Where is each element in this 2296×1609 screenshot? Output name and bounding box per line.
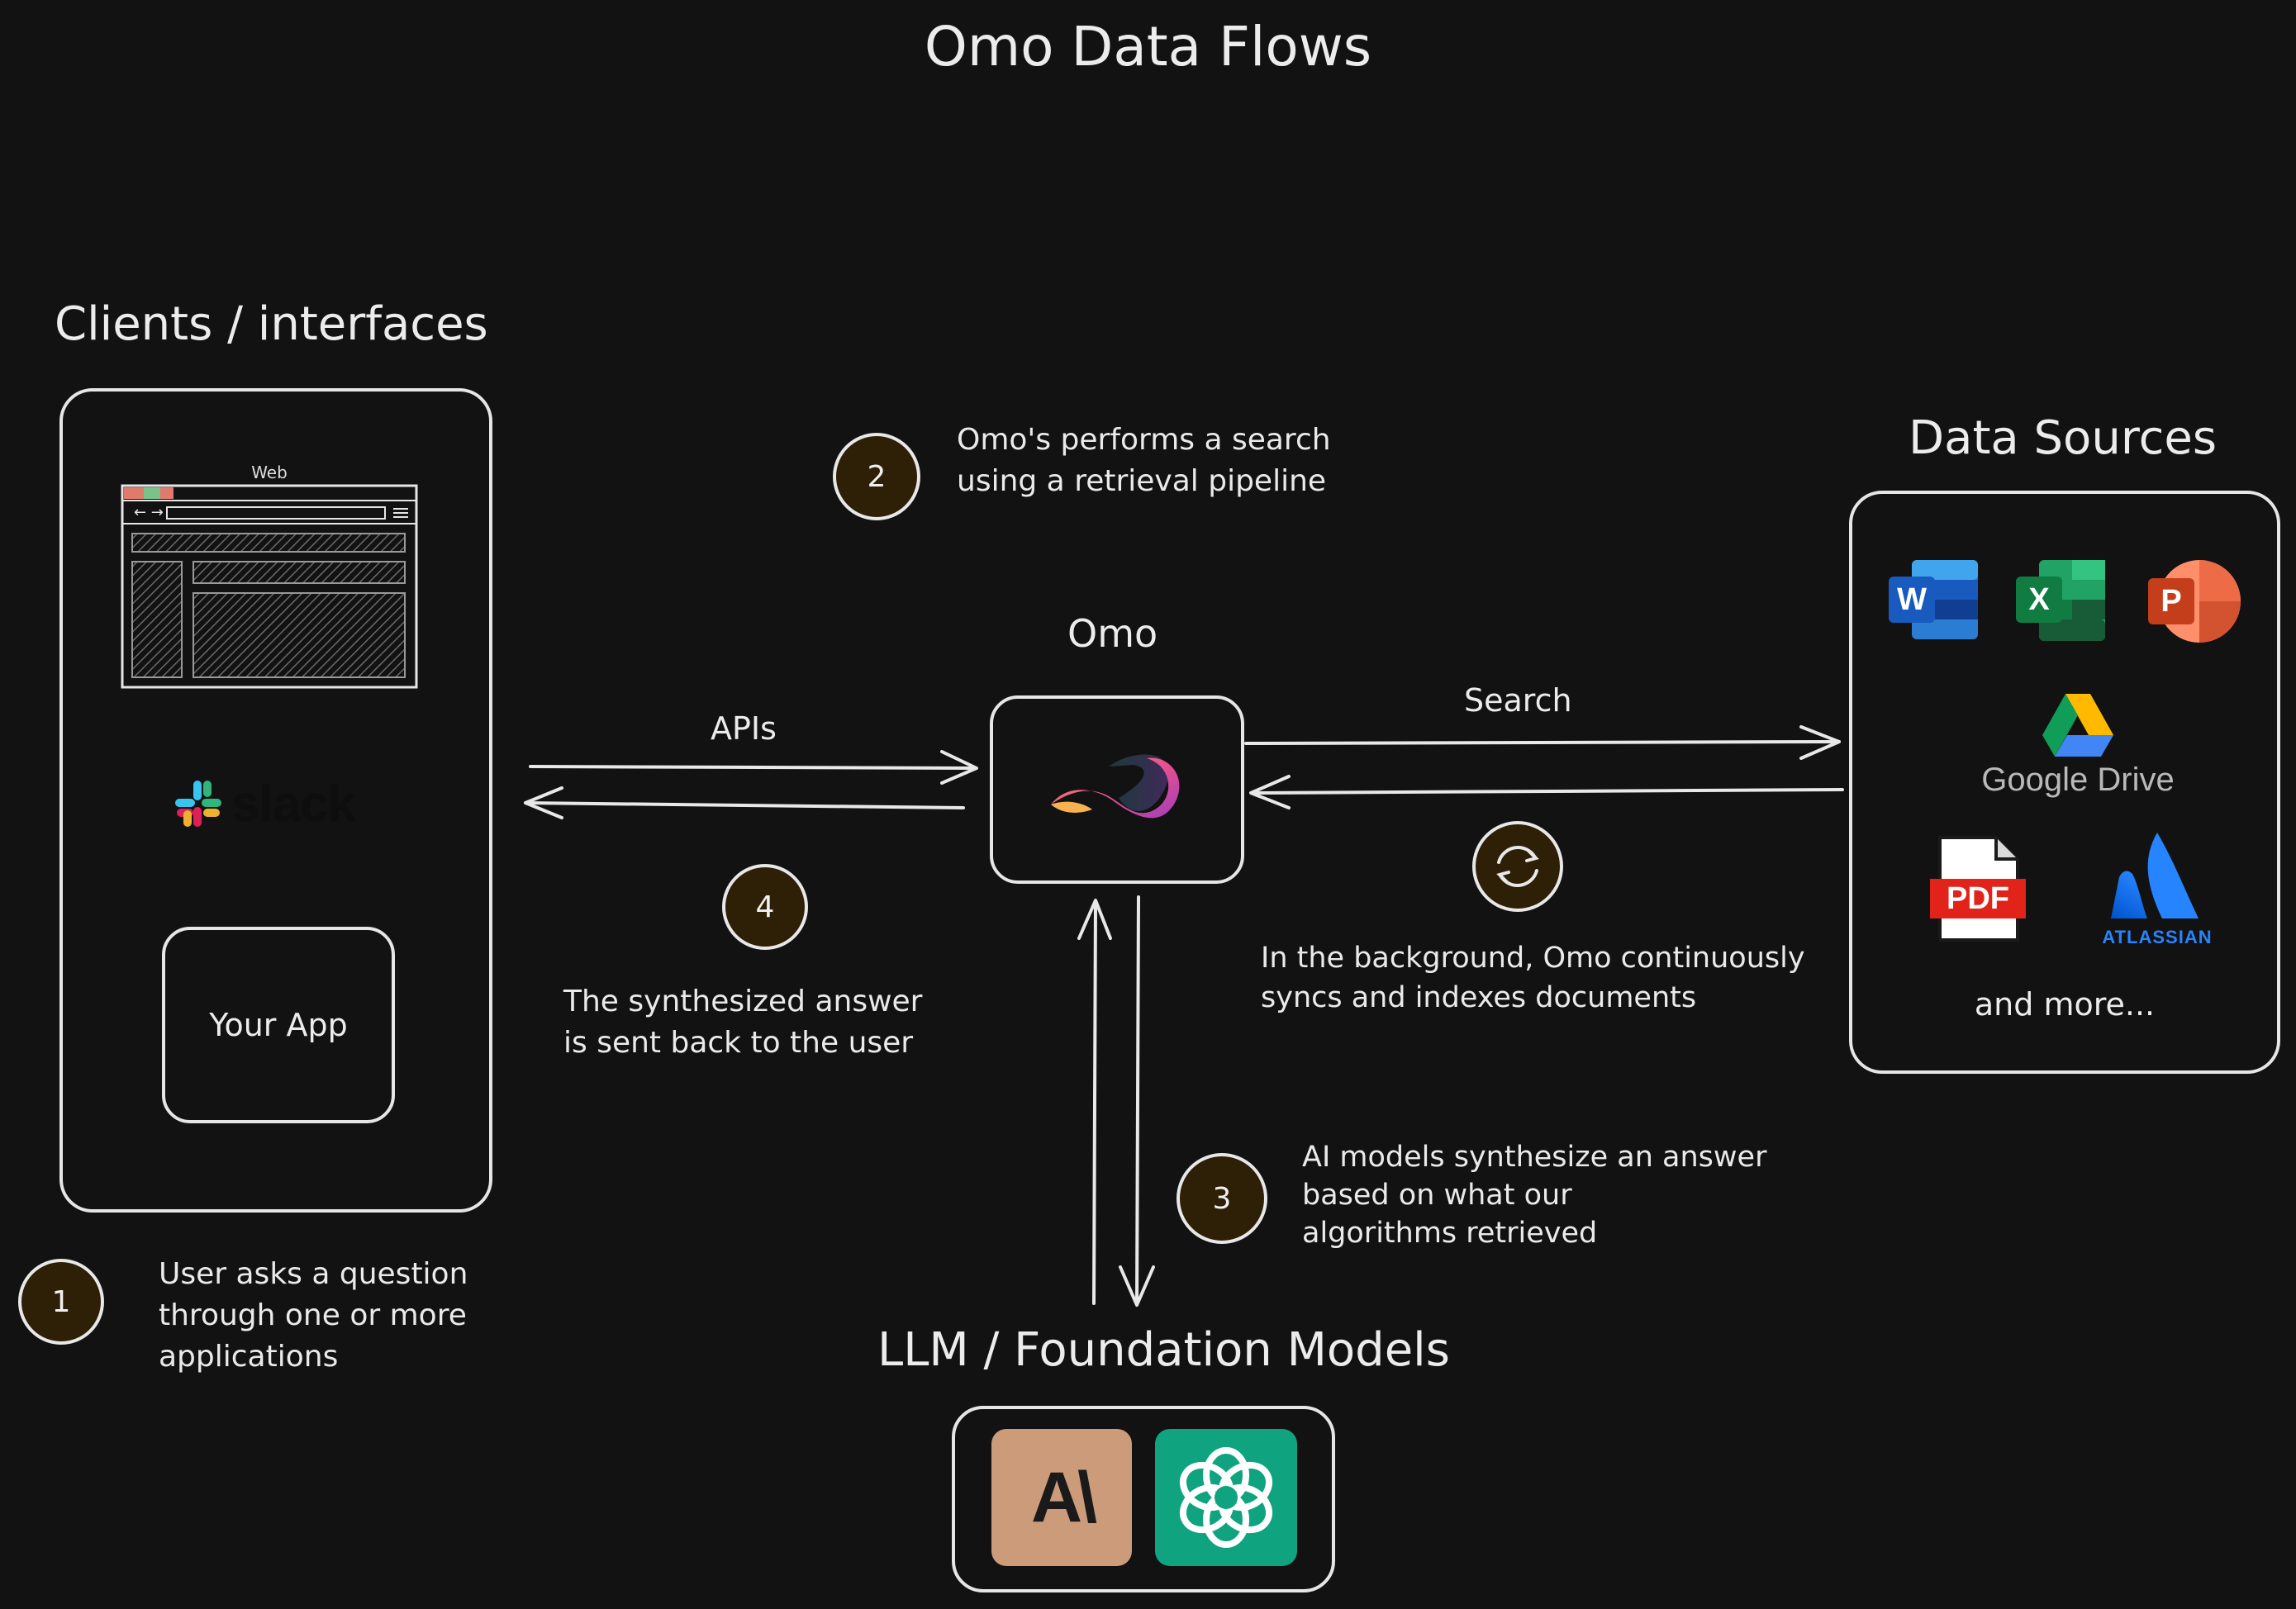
excel-letter: X <box>2028 582 2050 617</box>
your-app-label: Your App <box>209 1007 348 1043</box>
omo-box[interactable] <box>990 695 1244 884</box>
slack-client[interactable]: slack <box>174 775 356 833</box>
browser-sketch-icon: ← → <box>121 484 418 689</box>
microsoft-powerpoint-icon <box>2148 560 2241 643</box>
pdf-file-icon <box>1930 836 2026 942</box>
step-2-note: Omo's performs a search using a retrieva… <box>957 423 1331 498</box>
step-1-badge: 1 <box>18 1259 104 1345</box>
atlassian-source[interactable]: ATLASSIAN <box>2095 829 2219 950</box>
search-arrow <box>1244 740 1841 745</box>
slack-logo-icon <box>175 781 221 827</box>
word-source[interactable]: W <box>1889 557 1981 643</box>
slack-wordmark: slack <box>231 775 356 833</box>
svg-text:← →: ← → <box>134 504 164 521</box>
microsoft-excel-icon <box>2016 560 2105 641</box>
google-drive-source[interactable]: Google Drive <box>1975 692 2181 804</box>
step-4-badge: 4 <box>722 864 808 950</box>
web-client[interactable]: Web ← → <box>121 463 418 690</box>
omo-label: Omo <box>1067 611 1158 656</box>
sync-icon <box>1496 846 1539 887</box>
your-app-box[interactable]: Your App <box>162 927 395 1123</box>
search-label: Search <box>1464 682 1572 719</box>
sync-badge <box>1472 821 1563 912</box>
step-3-note: AI models synthesize an answer based on … <box>1302 1141 1767 1250</box>
google-drive-icon <box>2042 694 2113 757</box>
llm-down-arrow <box>1135 895 1140 1305</box>
omo-logo-icon <box>1051 754 1180 819</box>
word-letter: W <box>1897 582 1927 617</box>
apis-response-arrow <box>524 801 965 809</box>
pdf-label: PDF <box>1947 881 2009 916</box>
anthropic-logo-icon: A\ <box>1031 1457 1097 1537</box>
atlassian-logo-icon <box>2111 833 2199 918</box>
step-3-badge: 3 <box>1177 1153 1267 1244</box>
llm-up-arrow <box>1092 900 1097 1305</box>
background-sync-note: In the background, Omo continuously sync… <box>1261 942 1805 1014</box>
web-label: Web <box>251 463 288 482</box>
apis-request-arrow <box>529 765 977 770</box>
data-sources-heading: Data Sources <box>1909 411 2218 465</box>
data-sources-panel <box>1849 491 2280 1074</box>
excel-source[interactable]: X <box>2016 557 2108 644</box>
llm-panel <box>952 1406 1335 1592</box>
apis-label: APIs <box>711 710 777 747</box>
step-1-note: User asks a question through one or more… <box>159 1257 468 1374</box>
sync-arrow <box>1251 788 1844 795</box>
page-title: Omo Data Flows <box>924 15 1372 78</box>
powerpoint-letter: P <box>2161 584 2182 619</box>
openai-logo-icon <box>1179 1447 1273 1548</box>
clients-heading: Clients / interfaces <box>55 297 488 351</box>
and-more-label: and more... <box>1974 986 2156 1023</box>
google-drive-label: Google Drive <box>1981 762 2175 798</box>
microsoft-word-icon <box>1889 560 1978 639</box>
openai-model[interactable] <box>1155 1429 1297 1566</box>
powerpoint-source[interactable]: P <box>2145 558 2242 646</box>
step-4-note: The synthesized answer is sent back to t… <box>563 985 923 1060</box>
pdf-source[interactable]: PDF <box>1928 834 2027 943</box>
atlassian-label: ATLASSIAN <box>2102 927 2213 947</box>
clients-panel <box>59 388 492 1213</box>
llm-heading: LLM / Foundation Models <box>877 1323 1450 1377</box>
anthropic-model[interactable]: A\ <box>991 1429 1132 1566</box>
step-2-badge: 2 <box>833 433 920 520</box>
